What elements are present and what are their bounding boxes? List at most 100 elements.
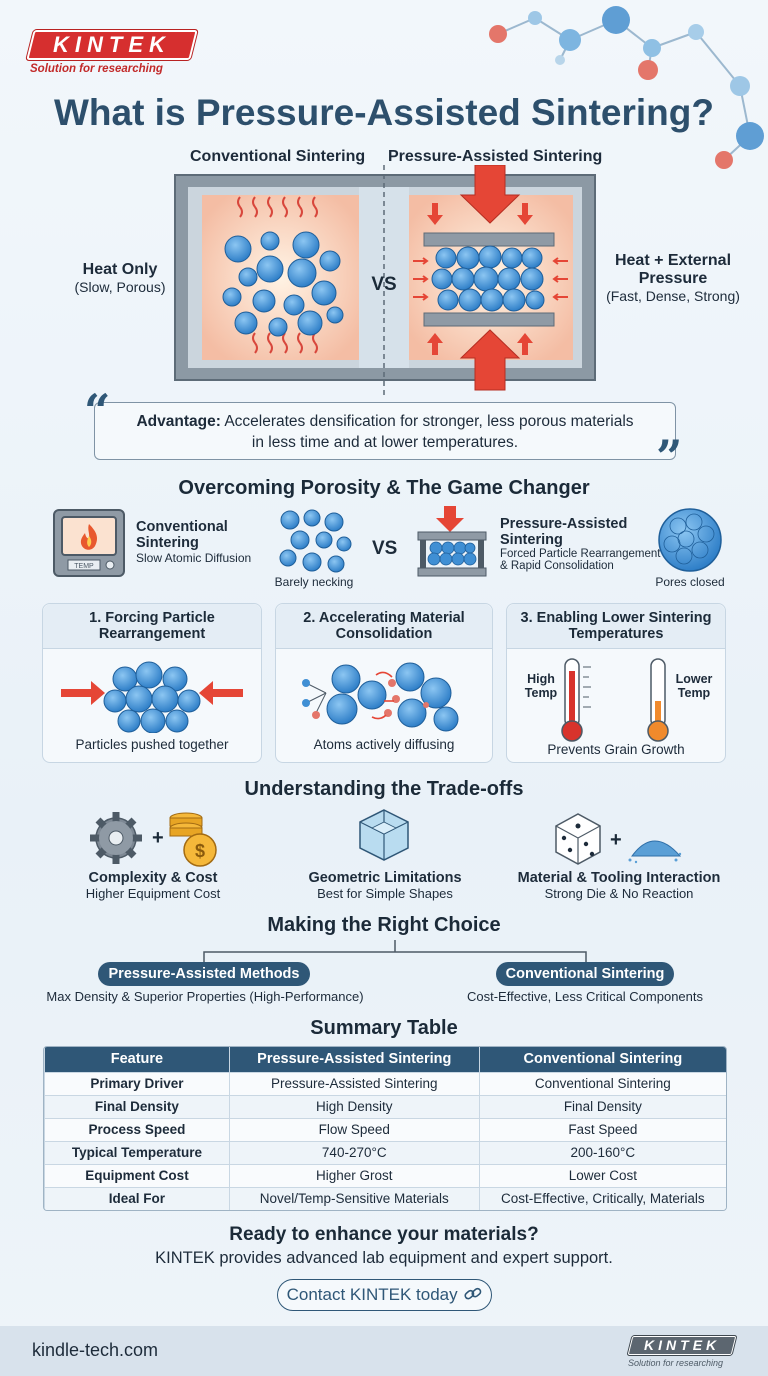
table-cell: High Density — [228, 1094, 480, 1118]
particles-pushed-icon — [61, 661, 243, 733]
high-temp-2: Temp — [524, 686, 558, 700]
mechanism-2-title-1: 2. Accelerating Material — [303, 610, 465, 626]
close-quote-icon: ” — [656, 430, 683, 484]
mechanism-2-title-2: Consolidation — [335, 626, 433, 642]
mechanism-card-2: 2. Accelerating Material Consolidation A… — [275, 603, 493, 763]
press-icon — [417, 506, 487, 577]
hero-left-header: Conventional Sintering — [190, 148, 366, 165]
tradeoff-3-title: Material & Tooling Interaction — [517, 870, 721, 886]
loose-particles-icon — [279, 509, 352, 573]
choice-right-pill: Conventional Sintering — [496, 962, 674, 986]
page-title: What is Pressure-Assisted Sintering? — [53, 92, 714, 133]
summary-header-feature: Feature — [44, 1047, 230, 1072]
table-cell: Pressure-Assisted Sintering — [228, 1071, 480, 1095]
mechanism-card-3-header: 3. Enabling Lower Sintering Temperatures — [507, 604, 725, 649]
porosity-conv-title-1: Conventional — [136, 519, 228, 535]
cube-icon — [359, 809, 409, 861]
mechanism-2-caption: Atoms actively diffusing — [313, 737, 455, 752]
table-cell: 740-270°C — [228, 1140, 480, 1164]
dense-sphere-icon — [658, 508, 722, 572]
furnace-icon: TEMP — [53, 509, 125, 577]
summary-header-row: Feature Pressure-Assisted Sintering Conv… — [44, 1047, 726, 1072]
hero-vs-text: VS — [371, 274, 396, 295]
hero-left-sub: (Slow, Porous) — [74, 279, 166, 295]
choice-left-sub: Max Density & Superior Properties (High-… — [46, 989, 364, 1004]
porosity-conv-block: Conventional Sintering Slow Atomic Diffu… — [136, 519, 251, 565]
mechanism-card-1: 1. Forcing Particle Rearrangement Partic… — [42, 603, 262, 763]
porosity-pas-caption: Pores closed — [655, 575, 725, 589]
footer-url[interactable]: kindle-tech.com — [32, 1340, 159, 1360]
mechanism-1-title-1: 1. Forcing Particle — [89, 610, 215, 626]
mechanism-1-title-2: Rearrangement — [98, 626, 206, 642]
summary-title: Summary Table — [310, 1017, 458, 1039]
advantage-label: Advantage: — [136, 413, 221, 430]
cta-sub: KINTEK provides advanced lab equipment a… — [155, 1249, 613, 1267]
summary-table-wrap: Feature Pressure-Assisted Sintering Conv… — [43, 1046, 727, 1211]
plus-icon: + — [152, 827, 164, 849]
tradeoff-2-title: Geometric Limitations — [308, 870, 462, 886]
table-cell: Novel/Temp-Sensitive Materials — [228, 1186, 480, 1210]
plus-icon-2: + — [610, 829, 622, 851]
porosity-conv-sub: Slow Atomic Diffusion — [136, 551, 252, 565]
tradeoff-1-title: Complexity & Cost — [88, 870, 218, 886]
thermometers-icon — [561, 658, 669, 742]
lower-temp-label: Lower Temp — [671, 672, 717, 700]
mechanism-card-3: 3. Enabling Lower Sintering Temperatures… — [506, 603, 726, 763]
mechanism-3-title-1: 3. Enabling Lower Sintering — [520, 610, 712, 626]
high-temp-1: High — [527, 672, 555, 686]
porosity-title: Overcoming Porosity & The Game Changer — [178, 477, 590, 499]
lower-temp-1: Lower — [675, 672, 713, 686]
choice-left-pill: Pressure-Assisted Methods — [98, 962, 310, 986]
atoms-diffusing-icon — [302, 662, 459, 732]
footer-logo-text: KINTEK — [644, 1337, 721, 1353]
tradeoff-3: Material & Tooling Interaction Strong Di… — [505, 870, 733, 901]
tradeoff-2-sub: Best for Simple Shapes — [317, 886, 453, 901]
molecule-decoration-icon — [489, 6, 764, 169]
logo-tagline: Solution for researching — [30, 63, 163, 75]
table-row: Ideal For Novel/Temp-Sensitive Materials… — [44, 1186, 726, 1210]
table-cell: Cost-Effective, Critically, Materials — [478, 1186, 726, 1210]
footer-tagline: Solution for researching — [628, 1358, 724, 1368]
porosity-pas-sub-1: Forced Particle Rearrangement — [500, 548, 661, 560]
link-icon — [464, 1287, 482, 1300]
table-cell: Conventional Sintering — [478, 1071, 726, 1095]
footer-logo: KINTEK — [627, 1336, 737, 1355]
table-row: Primary Driver Pressure-Assisted Sinteri… — [44, 1071, 726, 1095]
tradeoffs-title: Understanding the Trade-offs — [244, 778, 524, 800]
choice-right-sub: Cost-Effective, Less Critical Components — [466, 989, 704, 1004]
porosity-pas-sub-2: & Rapid Consolidation — [500, 560, 614, 572]
hero-left-caption: Heat Only (Slow, Porous) — [60, 261, 180, 295]
table-cell: Ideal For — [44, 1186, 230, 1210]
tradeoff-3-sub: Strong Die & No Reaction — [544, 886, 694, 901]
table-cell: 200-160°C — [478, 1140, 726, 1164]
gear-coins-icon: + $ — [90, 812, 217, 867]
porosity-vs-text: VS — [372, 538, 398, 559]
table-cell: Primary Driver — [44, 1071, 230, 1095]
porosity-pas-block: Pressure-Assisted Sintering Forced Parti… — [500, 516, 660, 572]
table-cell: Fast Speed — [478, 1117, 726, 1141]
table-cell: Final Density — [44, 1094, 230, 1118]
mechanism-card-1-header: 1. Forcing Particle Rearrangement — [43, 604, 261, 649]
summary-header-pas: Pressure-Assisted Sintering — [228, 1047, 480, 1072]
table-row: Final Density High Density Final Density — [44, 1094, 726, 1118]
hero-right-caption: Heat + External Pressure (Fast, Dense, S… — [598, 252, 748, 304]
contact-button[interactable]: Contact KINTEK today — [277, 1279, 492, 1311]
table-row: Typical Temperature 740-270°C 200-160°C — [44, 1140, 726, 1164]
table-row: Process Speed Flow Speed Fast Speed — [44, 1117, 726, 1141]
summary-table: Feature Pressure-Assisted Sintering Conv… — [44, 1047, 726, 1210]
open-quote-icon: “ — [84, 384, 111, 438]
advantage-line-2: in less time and at lower temperatures. — [251, 434, 519, 451]
summary-header-conv: Conventional Sintering — [478, 1047, 726, 1072]
advantage-line-1: Accelerates densification for stronger, … — [224, 413, 634, 430]
tradeoff-2: Geometric Limitations Best for Simple Sh… — [290, 870, 480, 901]
contact-button-label: Contact KINTEK today — [286, 1285, 458, 1304]
table-cell: Lower Cost — [478, 1163, 726, 1187]
cta-title: Ready to enhance your materials? — [229, 1224, 539, 1245]
hero-right-sub: (Fast, Dense, Strong) — [606, 288, 740, 304]
table-cell: Final Density — [478, 1094, 726, 1118]
choice-title: Making the Right Choice — [267, 914, 501, 936]
kintek-logo: KINTEK — [26, 30, 198, 60]
logo-text: KINTEK — [53, 32, 171, 57]
mechanism-card-2-header: 2. Accelerating Material Consolidation — [276, 604, 492, 649]
advantage-text: Advantage: Accelerates densification for… — [104, 411, 666, 453]
